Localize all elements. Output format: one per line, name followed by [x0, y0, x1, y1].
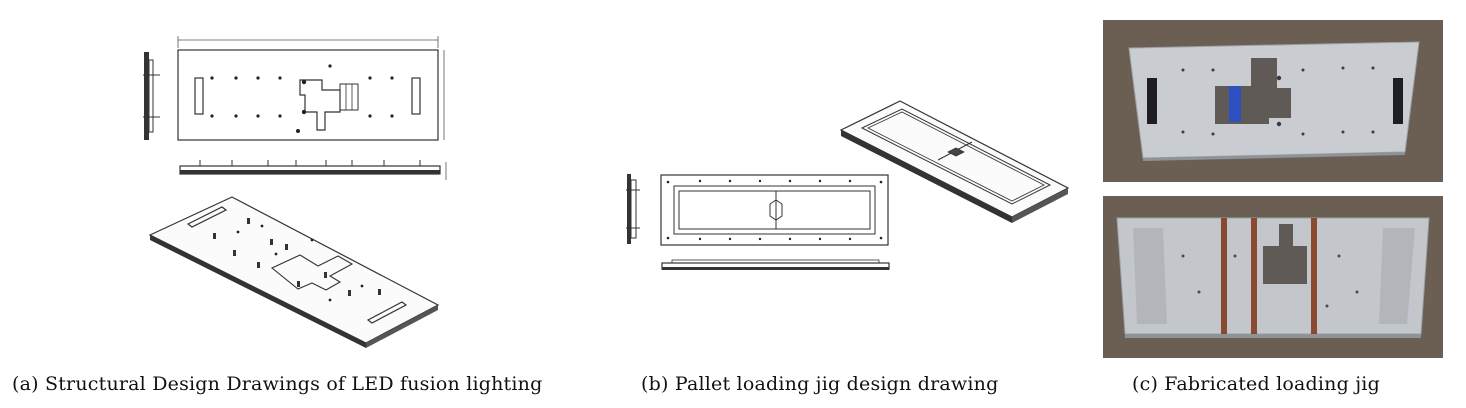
caption-a: (a) Structural Design Drawings of LED fu… — [12, 373, 543, 395]
caption-b: (b) Pallet loading jig design drawing — [641, 373, 999, 395]
isometric-plate-drawing — [148, 196, 440, 348]
pallet-jig-drawing — [626, 100, 1070, 270]
fabricated-jig-photo-bottom — [1103, 196, 1443, 358]
panel-c: (c) Fabricated loading jig — [1100, 0, 1466, 408]
front-view-drawing — [143, 36, 447, 348]
isometric-tray-drawing — [839, 100, 1070, 223]
fabricated-jig-photo-top — [1103, 20, 1443, 182]
panel-a: (a) Structural Design Drawings of LED fu… — [0, 0, 600, 408]
panel-b: (b) Pallet loading jig design drawing — [600, 0, 1100, 408]
caption-c: (c) Fabricated loading jig — [1132, 373, 1380, 395]
